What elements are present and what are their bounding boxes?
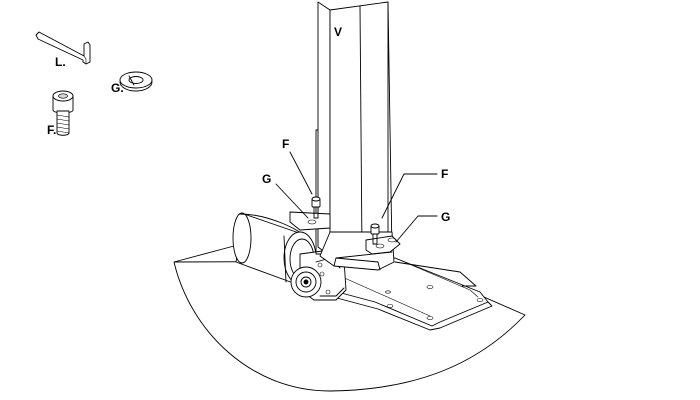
- screw-legend-label: F.: [47, 123, 56, 137]
- washer-part: [119, 71, 153, 92]
- callout-screw-left: F: [282, 137, 289, 151]
- screw-left-assembly: [311, 196, 321, 219]
- callout-washer-right: G: [441, 210, 450, 224]
- callout-leaders: [275, 151, 438, 243]
- screw-part: [52, 90, 74, 136]
- callout-screw-right: F: [441, 167, 448, 181]
- washer-legend-label: G.: [111, 81, 124, 95]
- left-bracket: [289, 211, 331, 231]
- right-bracket: [365, 235, 401, 255]
- allen-key-label: L.: [55, 55, 66, 69]
- floor-arc: [173, 245, 526, 392]
- callout-washer-left: G: [262, 172, 271, 186]
- lifting-column: [315, 1, 395, 271]
- allen-key-part: [35, 31, 91, 65]
- screw-right-assembly: [370, 223, 380, 245]
- gearbox: [290, 249, 347, 301]
- column-label: V: [334, 25, 342, 39]
